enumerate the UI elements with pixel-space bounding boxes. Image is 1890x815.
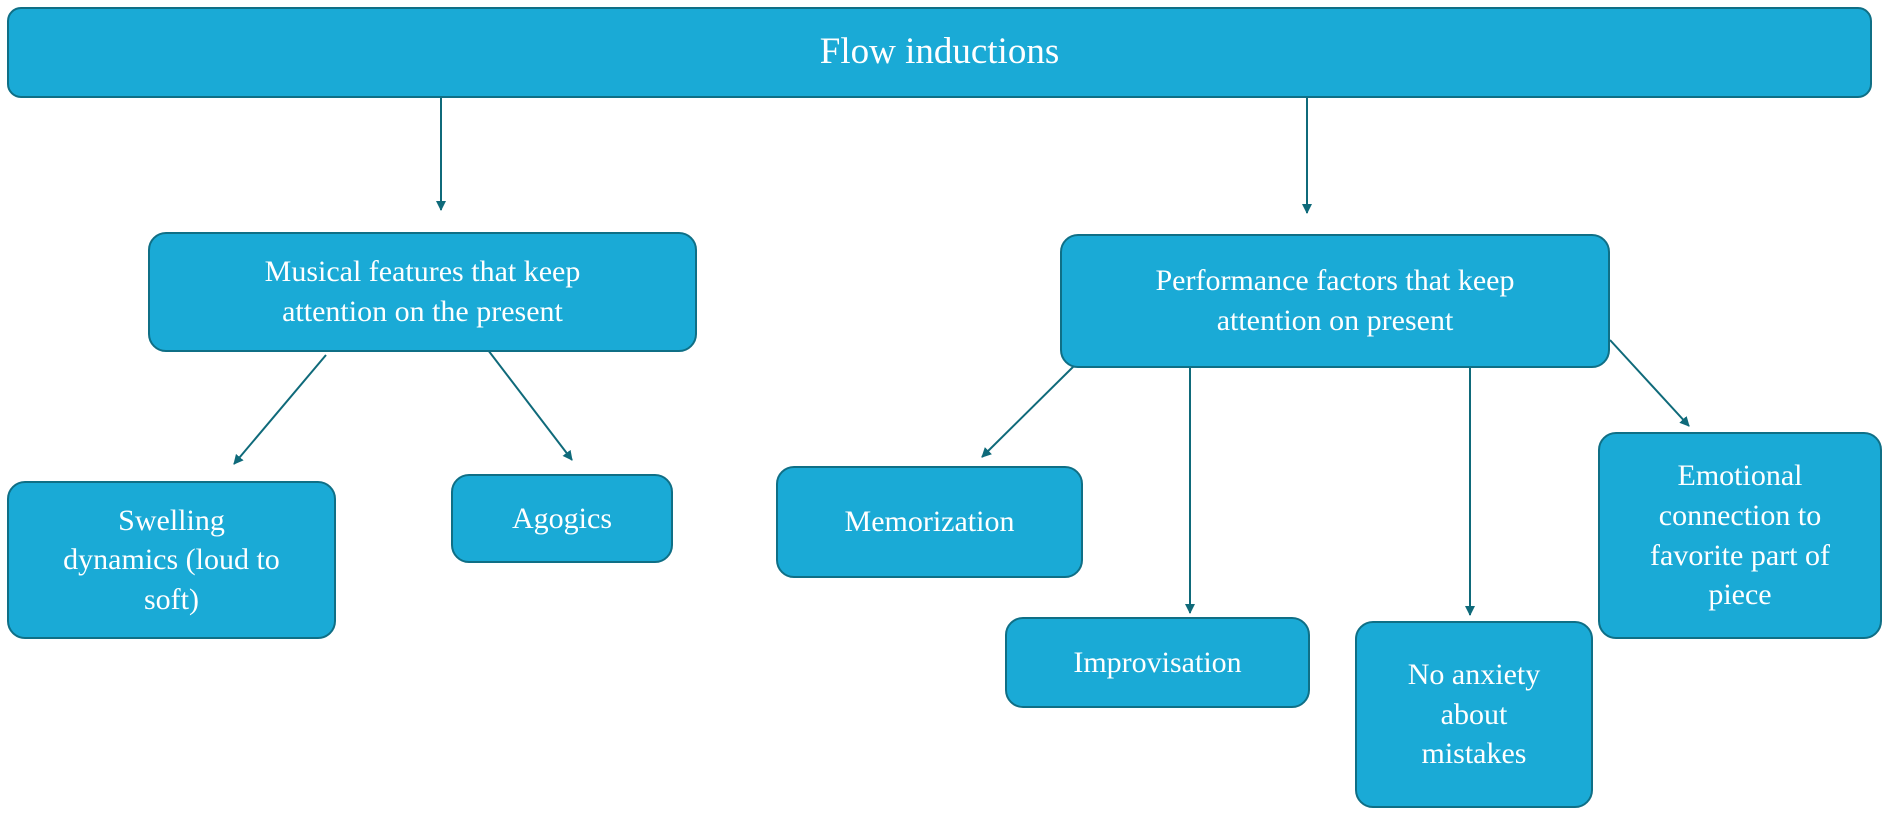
arrow-musical-to-agogics — [487, 349, 573, 461]
branch-node-musical-features-label: Musical features that keep attention on … — [264, 255, 581, 328]
arrow-performance-to-emotional-connection — [1609, 339, 1690, 427]
leaf-node-memorization-label: Memorization — [844, 505, 1015, 539]
leaf-node-swelling-dynamics: Swelling dynamics (loud to soft) — [7, 481, 336, 639]
arrow-musical-to-swelling-dynamics — [233, 354, 327, 465]
leaf-node-agogics: Agogics — [451, 474, 673, 563]
leaf-node-agogics-label: Agogics — [512, 501, 612, 535]
root-node-label: Flow inductions — [819, 31, 1060, 73]
leaf-node-emotional-connection-label: Emotional connection to favorite part of… — [1650, 459, 1830, 612]
leaf-node-swelling-dynamics-label: Swelling dynamics (loud to soft) — [63, 503, 280, 616]
leaf-node-no-anxiety-about-mistakes: No anxiety about mistakes — [1355, 621, 1593, 808]
branch-node-performance-factors-label: Performance factors that keep attention … — [1155, 264, 1515, 337]
arrow-performance-to-memorization — [981, 364, 1076, 458]
branch-node-performance-factors: Performance factors that keep attention … — [1060, 234, 1610, 368]
leaf-node-memorization: Memorization — [776, 466, 1083, 578]
leaf-node-improvisation-label: Improvisation — [1073, 645, 1242, 679]
leaf-node-no-anxiety-label: No anxiety about mistakes — [1407, 658, 1541, 771]
branch-node-musical-features: Musical features that keep attention on … — [148, 232, 697, 352]
leaf-node-emotional-connection: Emotional connection to favorite part of… — [1598, 432, 1882, 639]
leaf-node-improvisation: Improvisation — [1005, 617, 1310, 708]
root-node-flow-inductions: Flow inductions — [7, 7, 1872, 98]
